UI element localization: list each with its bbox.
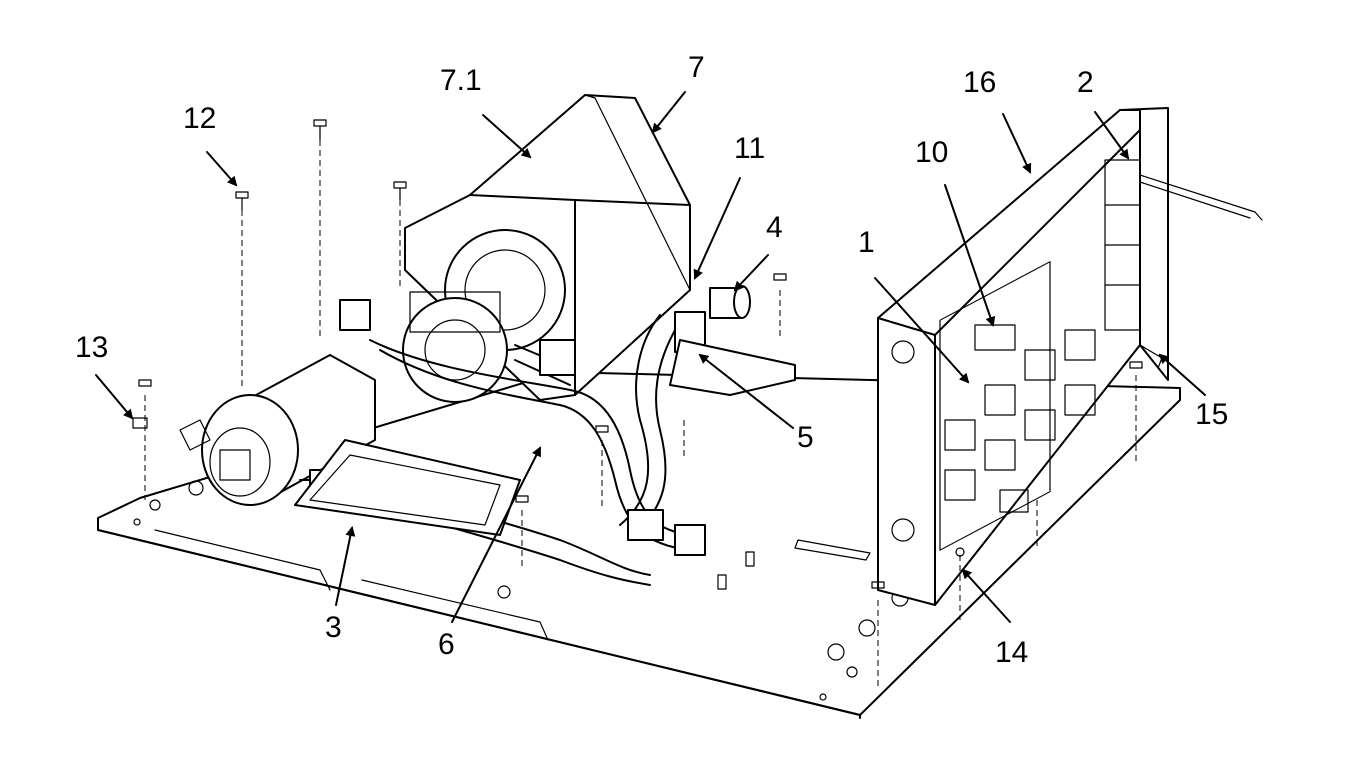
callout-13: 13: [75, 331, 108, 364]
arrow-2: [1094, 111, 1130, 160]
callout-15: 15: [1195, 398, 1228, 431]
callout-6: 6: [438, 628, 455, 661]
callout-2: 2: [1077, 66, 1094, 99]
arrow-3: [335, 526, 356, 606]
callout-16: 16: [963, 66, 996, 99]
arrow-16: [1002, 113, 1032, 174]
callout-10: 10: [915, 136, 948, 169]
fasteners: [132, 119, 1143, 690]
arrow-11: [693, 177, 741, 280]
callout-1: 1: [858, 226, 875, 259]
callout-4: 4: [766, 211, 783, 244]
relay-components: [944, 324, 1096, 513]
callout-5: 5: [797, 421, 814, 454]
arrow-15: [1158, 353, 1206, 396]
arrow-5: [698, 353, 794, 429]
arrow-7: [651, 91, 686, 134]
callout-3: 3: [325, 611, 342, 644]
callout-14: 14: [995, 636, 1028, 669]
callout-7: 7: [688, 51, 705, 84]
pump-head: [402, 291, 508, 403]
arrow-1: [874, 277, 970, 384]
electrical-panel-box: [877, 107, 1263, 606]
arrow-4: [733, 254, 769, 292]
callout-12: 12: [183, 102, 216, 135]
callout-arrows: [95, 91, 1206, 623]
callout-7-1: 7.1: [440, 64, 482, 97]
arrow-14: [961, 568, 1011, 623]
arrow-13: [95, 374, 134, 420]
arrow-10: [944, 184, 996, 327]
arrow-12: [206, 151, 238, 187]
motor-mount-plate: [294, 339, 796, 536]
callout-labels: 7.1 7 11 4 5 12 13 3 6 16 2 10 1 15 14: [75, 51, 1228, 669]
arrow-6: [451, 446, 541, 623]
arrow-7-1: [482, 114, 532, 159]
callout-11: 11: [734, 132, 765, 165]
